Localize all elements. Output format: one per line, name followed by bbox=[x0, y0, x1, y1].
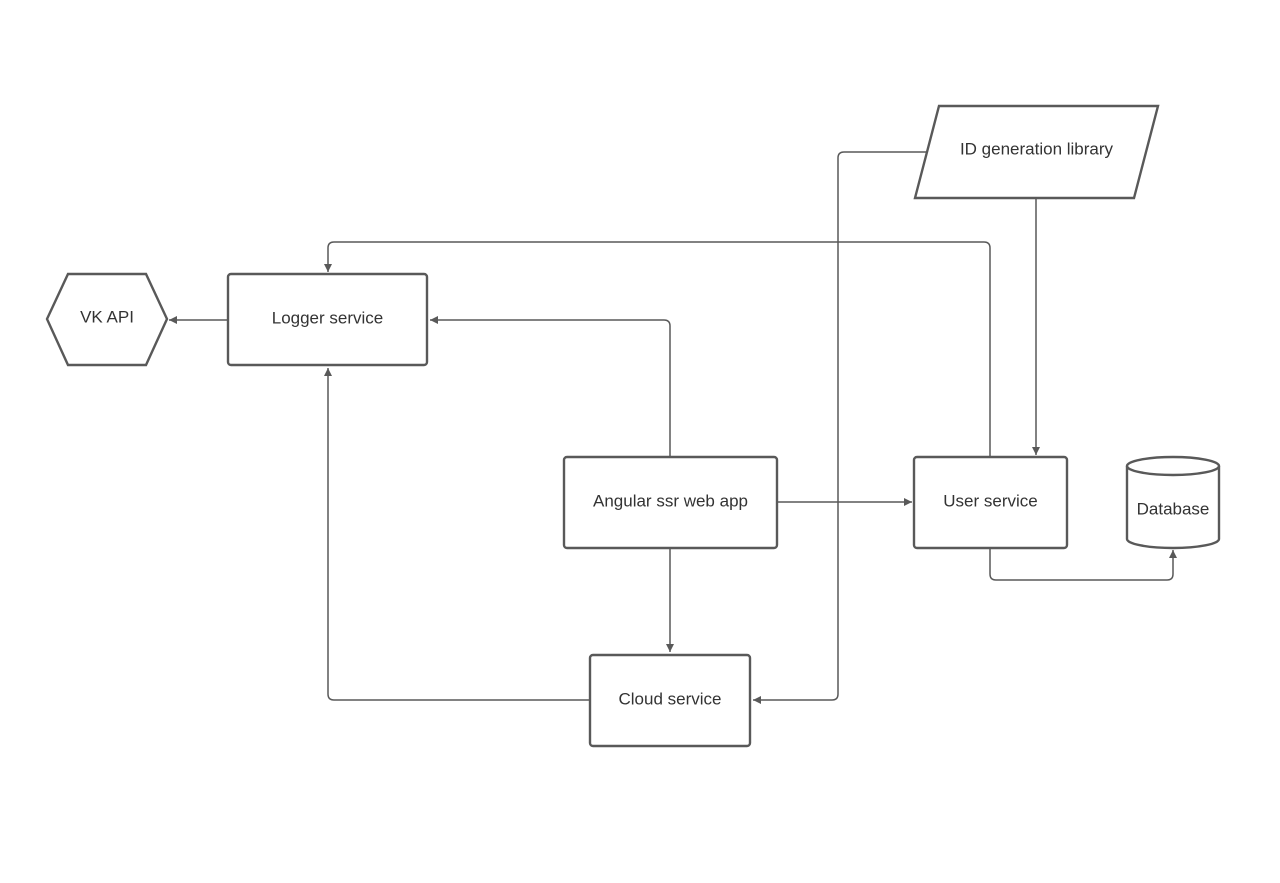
edge-cloud-to-logger bbox=[324, 368, 590, 701]
node-vk-api[interactable]: VK API bbox=[45, 272, 169, 367]
rectangle-shape bbox=[562, 455, 779, 550]
parallelogram-shape bbox=[913, 104, 1160, 200]
rectangle-shape bbox=[588, 653, 752, 748]
rectangle-shape bbox=[912, 455, 1069, 550]
node-logger-service[interactable]: Logger service bbox=[226, 272, 429, 367]
node-label: ID generation library bbox=[960, 139, 1114, 158]
edge-user-to-logger bbox=[324, 241, 991, 457]
node-angular-ssr-web-app[interactable]: Angular ssr web app bbox=[562, 455, 779, 550]
edge-user-to-database bbox=[989, 548, 1177, 581]
cylinder-top-rim bbox=[1125, 465, 1221, 477]
cylinder-shape bbox=[1125, 455, 1221, 550]
node-user-service[interactable]: User service bbox=[912, 455, 1069, 550]
node-cloud-service[interactable]: Cloud service bbox=[588, 653, 752, 748]
node-database[interactable]: Database bbox=[1125, 455, 1221, 550]
node-label: User service bbox=[943, 491, 1037, 510]
hexagon-shape bbox=[45, 272, 169, 367]
node-label: Cloud service bbox=[619, 689, 722, 708]
node-label: VK API bbox=[80, 307, 134, 326]
rectangle-shape bbox=[226, 272, 429, 367]
edge-id-gen-to-cloud bbox=[753, 151, 926, 704]
node-label: Logger service bbox=[272, 308, 384, 327]
node-label: Database bbox=[1137, 499, 1210, 518]
edges bbox=[169, 151, 1177, 704]
node-label: Angular ssr web app bbox=[593, 491, 748, 510]
node-id-generation-library[interactable]: ID generation library bbox=[913, 104, 1160, 200]
edge-angular-to-logger bbox=[430, 316, 671, 457]
